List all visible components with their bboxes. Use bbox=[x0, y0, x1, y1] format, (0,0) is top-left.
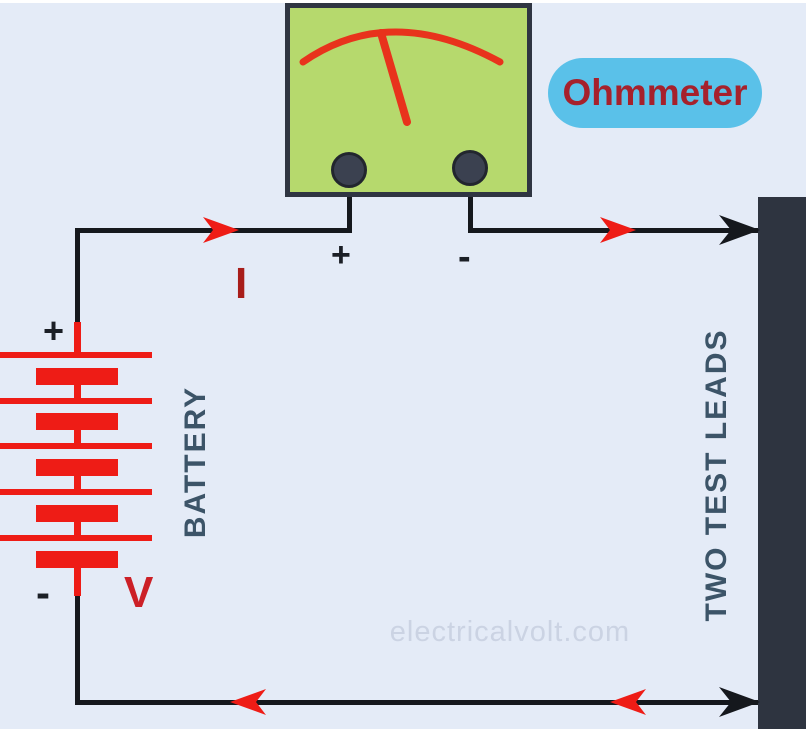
test-lead-bar bbox=[758, 197, 806, 729]
battery-plate-long bbox=[0, 443, 152, 449]
battery-top-stub bbox=[74, 322, 81, 355]
wire-terminal-drop-right bbox=[468, 168, 473, 233]
lead-tip-arrow-bottom-icon bbox=[719, 687, 760, 717]
battery-plate-thick bbox=[36, 368, 118, 385]
battery-plate-long bbox=[0, 489, 152, 495]
wire-left-upper bbox=[75, 228, 80, 324]
battery-caption: BATTERY bbox=[179, 385, 212, 539]
current-label: I bbox=[235, 259, 248, 308]
current-arrow-bottom-right-icon bbox=[610, 689, 646, 715]
battery-plate-thick bbox=[36, 505, 118, 522]
watermark-text: electricalvolt.com bbox=[389, 616, 631, 648]
top-edge-strip bbox=[0, 0, 806, 3]
battery-plate-long bbox=[0, 398, 152, 404]
meter-needle bbox=[377, 29, 411, 126]
lead-tip-arrow-top-icon bbox=[719, 215, 760, 245]
ohmmeter-box bbox=[285, 3, 532, 197]
wire-terminal-drop-left bbox=[347, 170, 352, 233]
battery-cell-link bbox=[74, 522, 81, 536]
meter-plus-label: + bbox=[331, 236, 351, 274]
current-arrow-top-left-icon bbox=[203, 217, 239, 243]
test-leads-caption: TWO TEST LEADS bbox=[700, 328, 733, 622]
ohmmeter-callout-label: Ohmmeter bbox=[562, 72, 748, 113]
meter-terminal-right-icon bbox=[452, 150, 488, 186]
voltage-label: V bbox=[124, 568, 154, 617]
battery-cell-link bbox=[74, 430, 81, 444]
wire-left-lower bbox=[75, 593, 80, 705]
battery-plate-thick bbox=[36, 459, 118, 476]
battery-plate-long bbox=[0, 535, 152, 541]
battery-plus-label: + bbox=[43, 310, 65, 351]
battery-cell-link bbox=[74, 476, 81, 490]
current-arrow-top-right-icon bbox=[600, 217, 636, 243]
ohmmeter-callout-pill: Ohmmeter bbox=[548, 58, 762, 128]
meter-minus-label: - bbox=[458, 236, 471, 278]
battery-bottom-stub bbox=[74, 566, 81, 596]
battery-minus-label: - bbox=[36, 569, 50, 616]
current-arrow-bottom-left-icon bbox=[230, 689, 266, 715]
meter-scale-arc bbox=[299, 28, 504, 66]
meter-scale-graphic bbox=[299, 28, 504, 126]
meter-terminal-left-icon bbox=[331, 152, 367, 188]
wire-bottom bbox=[75, 700, 758, 705]
battery-plate-long bbox=[0, 352, 152, 358]
battery-cell-link bbox=[74, 385, 81, 399]
battery-plate-thick bbox=[36, 413, 118, 430]
battery-plate-thick bbox=[36, 551, 118, 568]
